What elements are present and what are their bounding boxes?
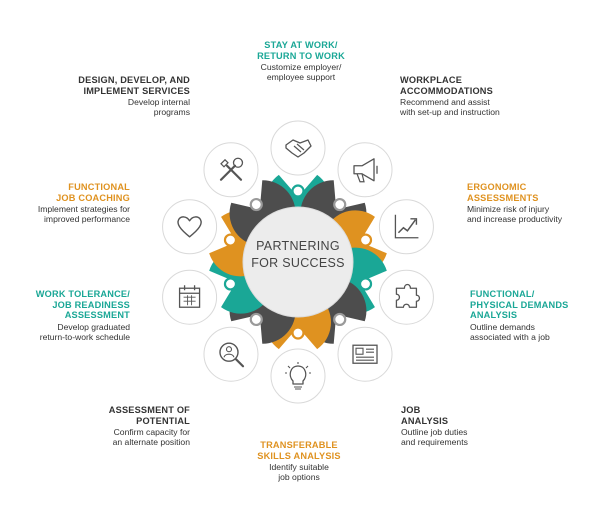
icon-disc-stay-at-work [270,120,326,176]
title-line: ASSESSMENT OF [108,405,190,415]
desc-line: and increase productivity [467,214,563,225]
desc-line: Identify suitable [269,462,329,473]
desc-line: Outline demands [470,321,535,332]
label-job-analysis: JOB ANALYSIS Outline job duties and requ… [401,405,551,448]
title-line: SKILLS ANALYSIS [257,450,341,461]
label-ergonomic-assessments: ERGONOMIC ASSESSMENTS Minimize risk of i… [467,182,597,225]
chart-trend-icon [394,214,419,239]
title-line: FUNCTIONAL [68,182,130,192]
desc-line: and requirements [401,437,468,448]
title-line: WORKPLACE [400,75,463,85]
ring-node-workplace-accommodations [333,197,347,212]
handshake-icon [285,139,312,158]
label-transferable-skills: TRANSFERABLE SKILLS ANALYSIS Identify su… [224,440,374,483]
document-icon [352,344,378,364]
icon-disc-functional-job-coaching [162,199,218,255]
title-line: TRANSFERABLE [260,440,338,450]
lightbulb-icon [285,362,311,390]
desc-line: with set-up and instruction [400,107,500,118]
label-assessment-of-potential: ASSESSMENT OF POTENTIAL Confirm capacity… [40,405,190,448]
label-functional-physical-demands: FUNCTIONAL/ PHYSICAL DEMANDS ANALYSIS Ou… [470,289,598,342]
desc-line: employee support [266,72,336,83]
icon-disc-transferable-skills [270,348,326,404]
title-line: JOB READINESS [52,299,130,310]
ring-node-design-develop-implement [249,197,263,212]
ring-node-job-analysis [333,312,347,327]
label-stay-at-work: STAY AT WORK/ RETURN TO WORK Customize e… [226,40,376,83]
title-line: ASSESSMENTS [467,192,539,203]
label-design-develop-implement: DESIGN, DEVELOP, AND IMPLEMENT SERVICES … [40,75,190,118]
title-line: JOB COACHING [56,192,130,203]
desc-line: Recommend and assist [400,97,490,108]
label-workplace-accommodations: WORKPLACE ACCOMMODATIONS Recommend and a… [400,75,550,118]
desc-line: programs [153,107,190,118]
title-line: WORK TOLERANCE/ [35,289,130,299]
desc-line: return-to-work schedule [39,331,130,342]
title-line: STAY AT WORK/ [264,40,338,50]
title-line: IMPLEMENT SERVICES [83,85,190,96]
center-title-line2: FOR SUCCESS [251,255,345,270]
center-circle [242,206,354,318]
ring-node-assessment-of-potential [249,312,263,327]
title-line: POTENTIAL [136,415,190,426]
desc-line: an alternate position [112,437,190,448]
ring-node-functional-physical-demands [358,277,373,291]
title-line: DESIGN, DEVELOP, AND [78,75,190,85]
ring-node-functional-job-coaching [223,233,238,247]
ring-node-work-tolerance [223,277,238,291]
desc-line: Confirm capacity for [113,427,190,438]
title-line: FUNCTIONAL/ [470,289,535,299]
title-line: JOB [401,405,421,415]
megaphone-icon [353,158,378,183]
label-functional-job-coaching: FUNCTIONAL JOB COACHING Implement strate… [4,182,130,225]
title-line: ASSESSMENT [64,310,130,321]
desc-line: improved performance [44,214,130,225]
icon-disc-ergonomic-assessments [378,199,434,255]
desc-line: Outline job duties [401,427,468,438]
label-work-tolerance: WORK TOLERANCE/ JOB READINESS ASSESSMENT… [4,289,130,342]
desc-line: Implement strategies for [37,204,130,215]
heart-icon [177,216,202,238]
desc-line: job options [278,472,320,483]
desc-line: Develop internal [127,97,190,108]
ring-node-transferable-skills [291,326,305,340]
title-line: ACCOMMODATIONS [400,85,493,96]
title-line: PHYSICAL DEMANDS [470,299,569,310]
tools-icon [219,157,244,181]
center-title-line1: PARTNERING [256,239,340,253]
puzzle-icon [395,283,421,308]
desc-line: Customize employer/ [260,62,342,73]
title-line: ERGONOMIC [467,182,527,192]
icon-disc-workplace-accommodations [337,142,393,198]
title-line: ANALYSIS [401,415,449,426]
center-title: PARTNERING FOR SUCCESS [242,238,354,272]
title-line: RETURN TO WORK [257,50,345,61]
icon-disc-functional-physical-demands [378,269,434,325]
ring-node-stay-at-work [291,184,305,198]
desc-line: Minimize risk of injury [467,204,550,215]
desc-line: Develop graduated [57,321,130,332]
magnifier-person-icon [219,342,245,368]
calendar-icon [178,285,201,308]
desc-line: associated with a job [470,331,550,342]
title-line: ANALYSIS [470,310,518,321]
icon-disc-job-analysis [337,326,393,382]
ring-node-ergonomic-assessments [358,233,373,247]
